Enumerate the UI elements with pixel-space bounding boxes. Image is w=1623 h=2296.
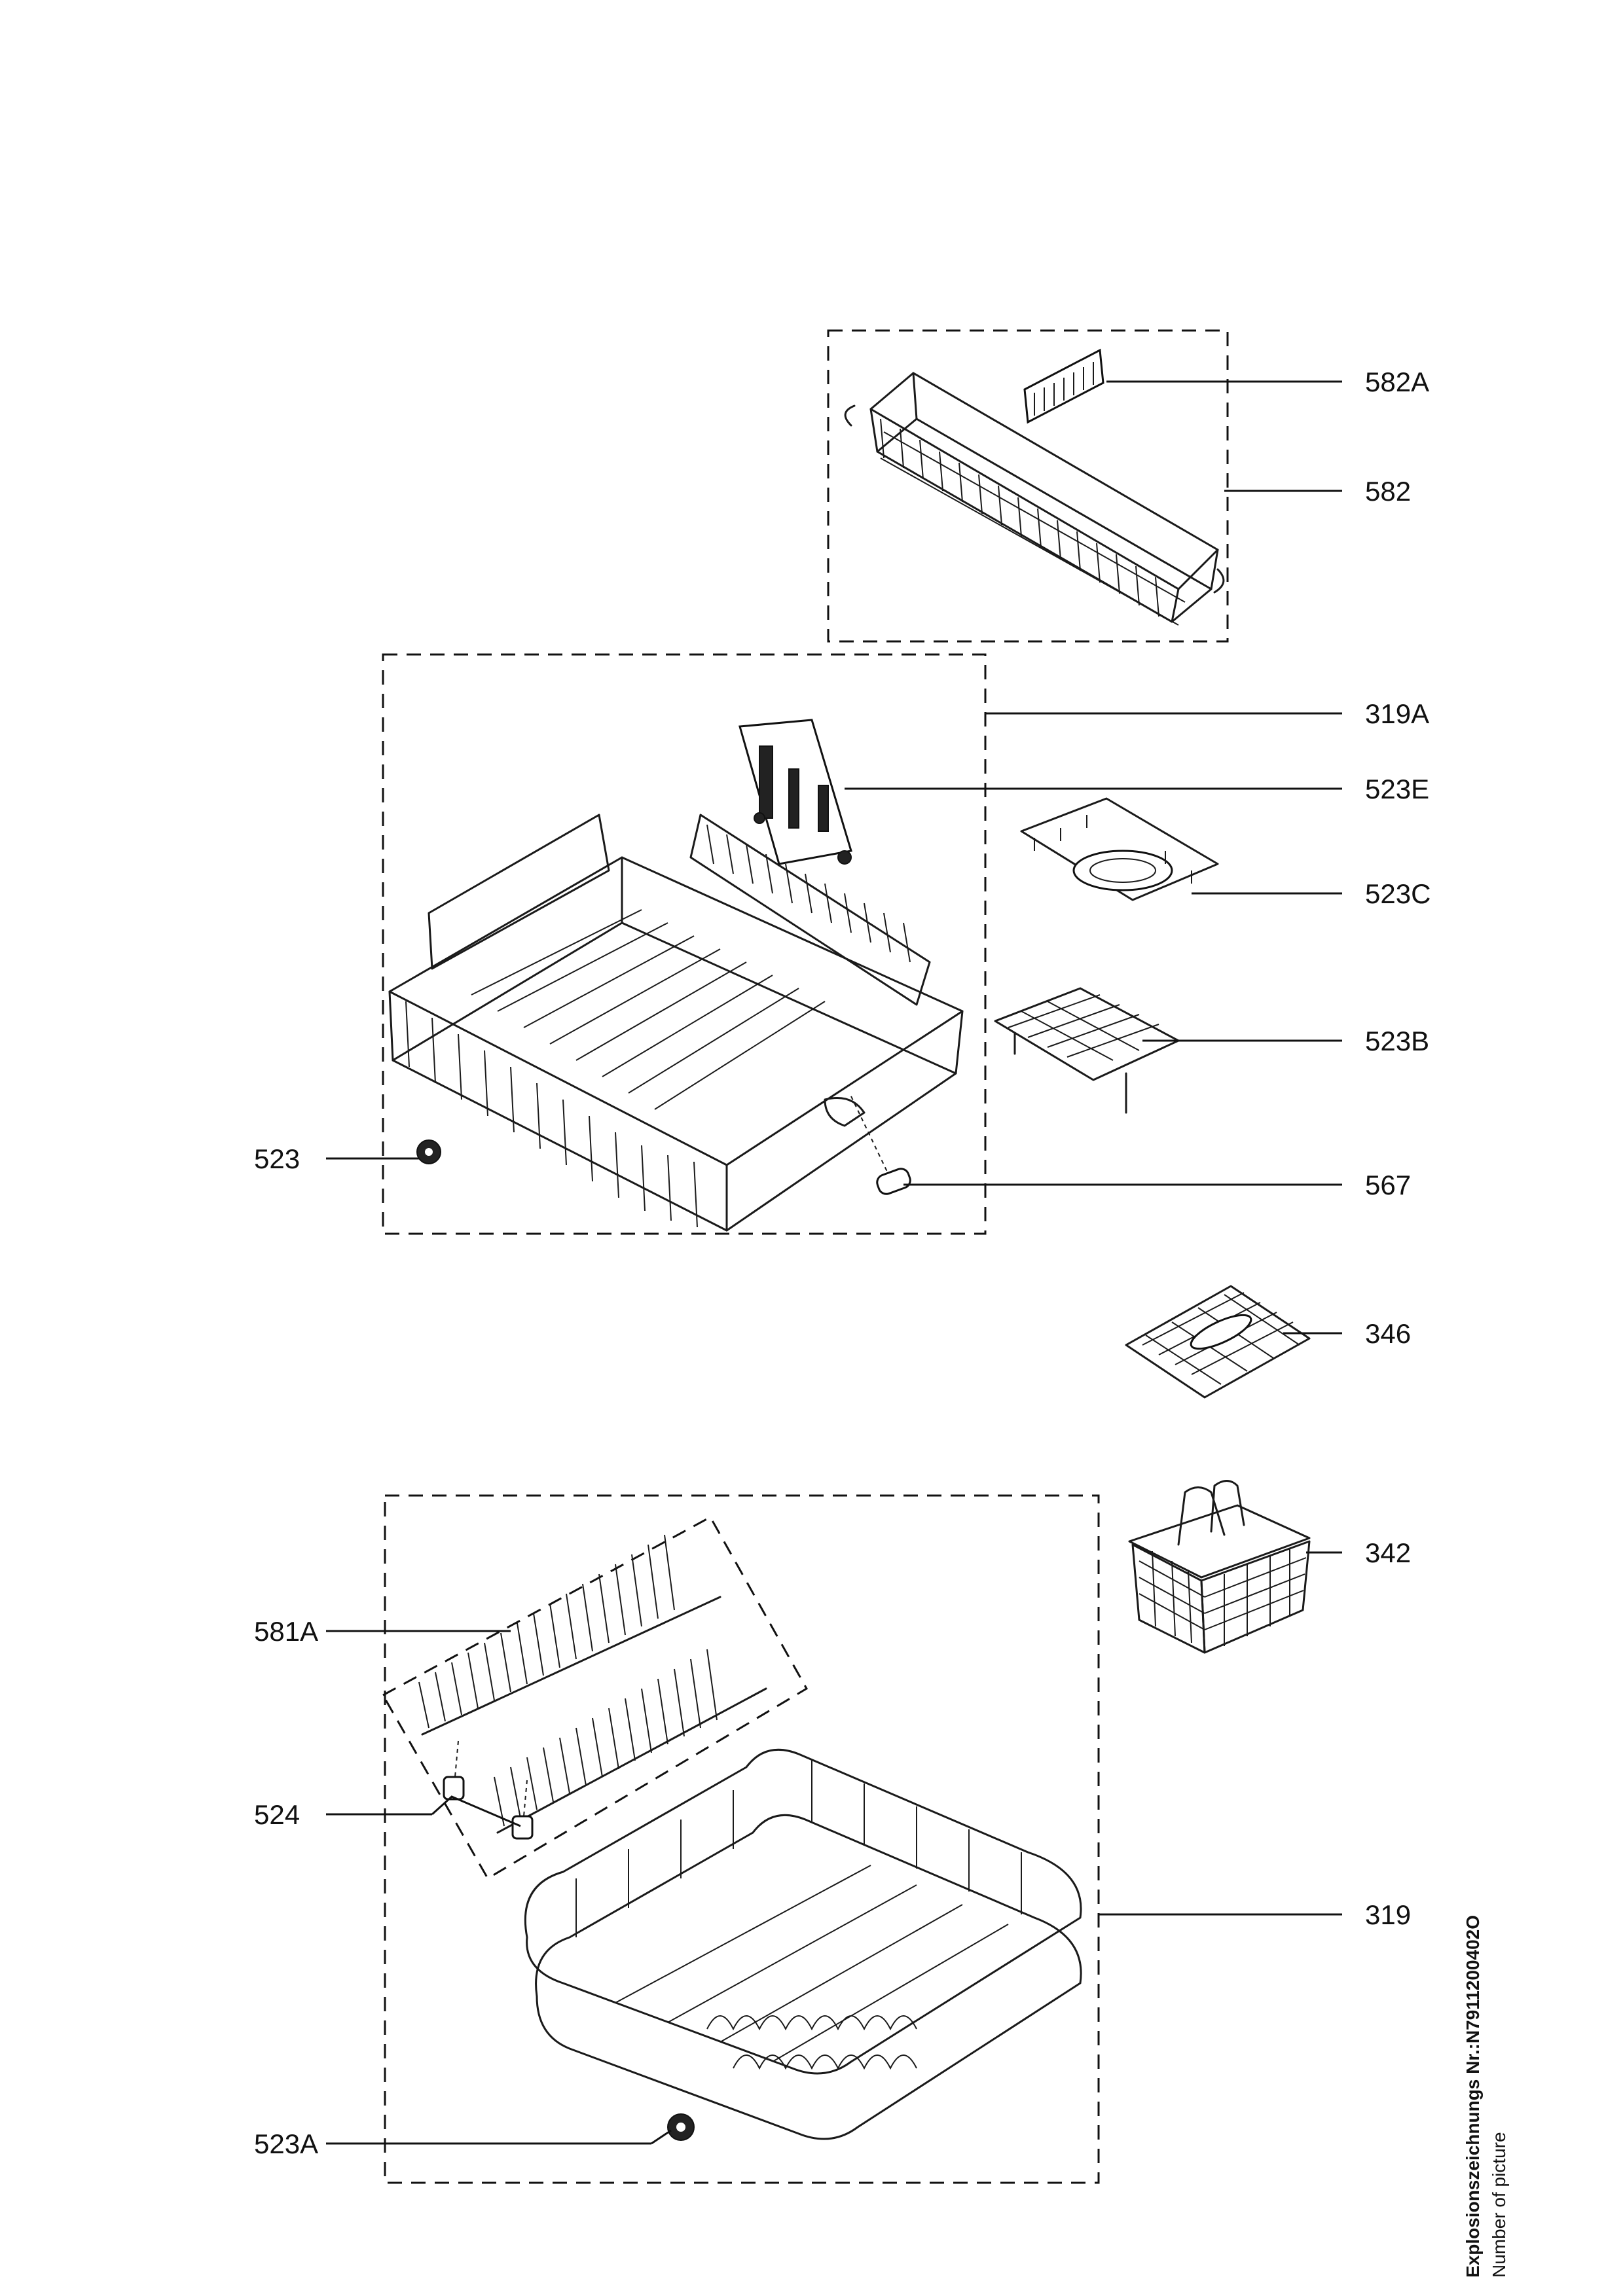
upper-cutlery-tray-frame xyxy=(827,329,1229,643)
cutlery-tray-drawing xyxy=(844,372,1225,626)
label-342: 342 xyxy=(1365,1537,1411,1568)
label-523: 523 xyxy=(254,1143,300,1174)
cup-rack-drawing xyxy=(994,987,1180,1114)
knife-rack-drawing xyxy=(1020,797,1219,901)
label-582: 582 xyxy=(1365,476,1411,507)
label-346: 346 xyxy=(1365,1318,1411,1349)
leader-lines xyxy=(326,380,1342,2145)
cutlery-tray-insert-drawing xyxy=(1023,348,1104,424)
lower-basket-frame xyxy=(384,1494,1100,2184)
label-523c: 523C xyxy=(1365,878,1431,909)
label-581a: 581A xyxy=(254,1616,318,1647)
wheel-523a-drawing xyxy=(667,2113,695,2141)
label-523e: 523E xyxy=(1365,774,1429,804)
plate-rack-clips-drawing xyxy=(443,1740,534,1840)
cutlery-grid-drawing xyxy=(1125,1285,1311,1399)
caption-subtitle: Number of picture xyxy=(1489,2132,1509,2278)
label-582a: 582A xyxy=(1365,367,1429,397)
wheel-523-drawing xyxy=(416,1139,441,1164)
upper-basket-drawing xyxy=(388,814,964,1232)
label-523b: 523B xyxy=(1365,1026,1429,1056)
cutlery-basket-drawing xyxy=(1128,1480,1311,1654)
label-524: 524 xyxy=(254,1799,300,1830)
cup-shelf-drawing xyxy=(739,719,852,865)
label-523a: 523A xyxy=(254,2128,318,2159)
label-567: 567 xyxy=(1365,1170,1411,1200)
label-319: 319 xyxy=(1365,1899,1411,1930)
picture-number-caption: Explosionszeichnungs Nr.:N7911200402O Nu… xyxy=(1460,1820,1532,2278)
plate-rack-drawing xyxy=(418,1534,767,1834)
plate-rack-frame xyxy=(381,1515,809,1880)
caption-title: Explosionszeichnungs Nr.:N7911200402O xyxy=(1463,1914,1483,2278)
label-319a: 319A xyxy=(1365,698,1429,729)
lower-basket-drawing xyxy=(524,1748,1082,2140)
clip-567-drawing xyxy=(850,1096,911,1195)
